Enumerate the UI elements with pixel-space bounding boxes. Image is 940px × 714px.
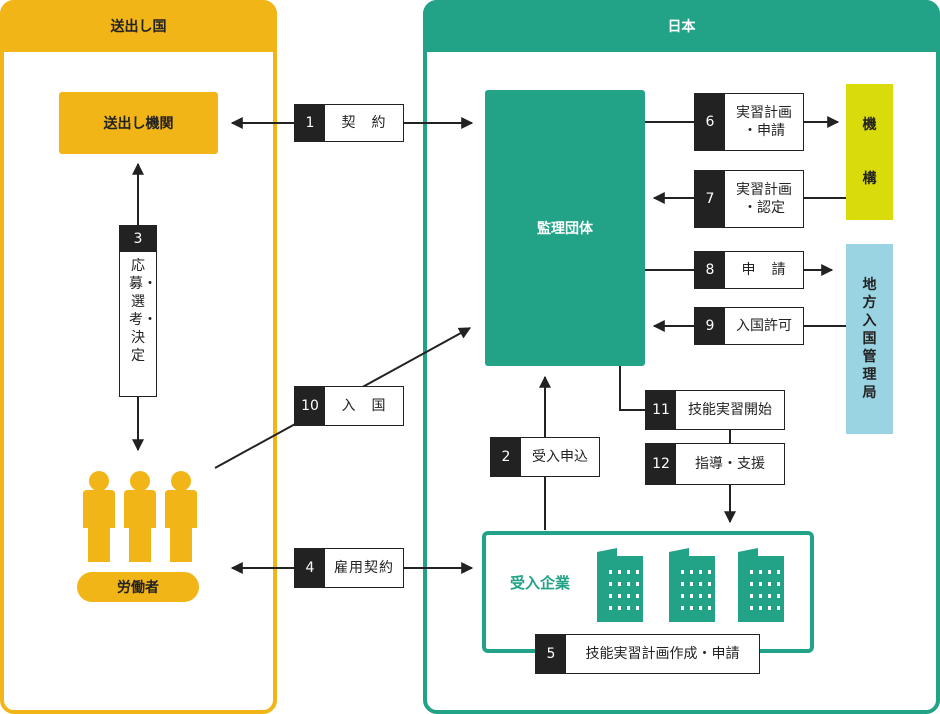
japan-header: 日本 [423,0,940,52]
step-5-number: 5 [536,635,566,673]
step-12-label: 指導・支援 [695,455,765,472]
building-icons [597,548,784,622]
sending-country-header: 送出し国 [0,0,277,52]
japan-title: 日本 [667,19,696,35]
agency-box: 機構 [846,84,893,220]
sending-organization: 送出し機関 [59,92,218,154]
step-12: 12 指導・支援 [645,443,785,485]
supervising-organization: 監理団体 [485,90,645,366]
step-6-number: 6 [695,94,725,150]
step-8-number: 8 [695,252,725,288]
workers-icon [83,471,197,562]
step-7: 7 実習計画 ・認定 [694,170,804,228]
step-11: 11 技能実習開始 [645,390,785,430]
step-9: 9 入国許可 [694,307,804,345]
step-10: 10 入 国 [294,386,404,426]
step-3: 3 応募・選考・決定 [119,225,157,397]
step-1-label: 契 約 [341,114,387,131]
step-1: 1 契 約 [294,104,404,142]
step-3-number: 3 [120,226,156,252]
step-8: 8 申 請 [694,251,804,289]
step-10-label: 入 国 [341,397,387,414]
sending-country-title: 送出し国 [110,19,167,35]
step-4: 4 雇用契約 [294,548,404,588]
step-11-label: 技能実習開始 [688,401,772,418]
workers-label: 労働者 [117,580,159,596]
step-4-number: 4 [295,549,325,587]
step-3-label: 応募・選考・決定 [129,258,157,364]
immigration-box: 地方入国管理局 [846,244,893,434]
step-2-label: 受入申込 [532,448,588,465]
step-10-number: 10 [295,387,325,425]
host-company-label: 受入企業 [510,574,571,592]
sending-organization-label: 送出し機関 [103,116,174,132]
step-7-number: 7 [695,171,725,227]
step-2-number: 2 [491,438,521,476]
step-4-label: 雇用契約 [334,559,394,576]
agency-label: 機構 [862,117,877,187]
step-6: 6 実習計画 ・申請 [694,93,804,151]
step-9-label: 入国許可 [736,317,792,334]
immigration-label: 地方入国管理局 [862,277,877,401]
step-9-number: 9 [695,308,725,344]
step-8-label: 申 請 [741,261,787,278]
step-12-number: 12 [646,444,676,484]
workers-label-box: 労働者 [77,572,199,602]
step-5-label: 技能実習計画作成・申請 [585,645,740,662]
step-2: 2 受入申込 [490,437,600,477]
step-7-label: 実習計画 ・認定 [736,181,792,216]
supervising-organization-label: 監理団体 [537,221,593,237]
step-6-label: 実習計画 ・申請 [736,104,792,139]
step-11-number: 11 [646,391,676,429]
step-5: 5 技能実習計画作成・申請 [535,634,760,674]
step-1-number: 1 [295,105,325,141]
